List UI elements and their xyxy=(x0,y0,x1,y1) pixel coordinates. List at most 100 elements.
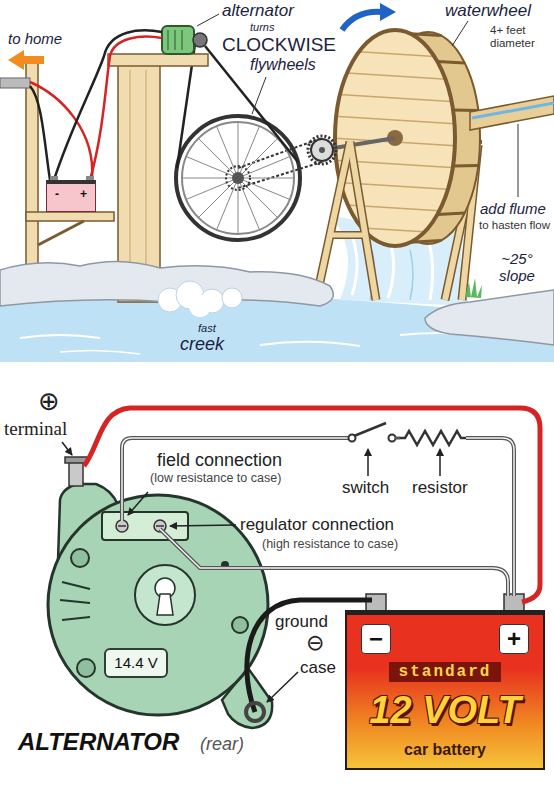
part-label: alternator xyxy=(222,1,294,21)
wires xyxy=(84,408,540,602)
grass xyxy=(465,278,482,298)
wires xyxy=(54,30,162,180)
note-text: to hasten flow xyxy=(479,219,550,232)
alternator-post xyxy=(146,70,147,295)
house-wall xyxy=(38,221,84,245)
rocks xyxy=(0,261,554,345)
chain-drive xyxy=(319,147,325,153)
spoke xyxy=(186,178,238,199)
leader-line xyxy=(197,14,518,197)
waterwheel xyxy=(437,213,464,215)
support-frame xyxy=(328,233,366,238)
switch-symbol xyxy=(395,437,400,440)
part-label: regulator connection xyxy=(240,515,394,535)
support-frame xyxy=(350,142,376,300)
alternator-housing xyxy=(62,617,90,620)
waterwheel xyxy=(437,62,464,64)
polarity-symbol: ⊖ xyxy=(306,632,324,654)
alternator-housing xyxy=(156,525,164,527)
alternator-small xyxy=(168,30,169,50)
leader-arrow xyxy=(367,449,369,476)
water-splash xyxy=(388,240,394,298)
note-text: turns xyxy=(250,21,274,34)
node-text: − xyxy=(361,624,391,654)
wheel-planks xyxy=(330,72,460,80)
dimension-label: ~25° slope xyxy=(490,250,544,285)
leader-arrow xyxy=(439,449,441,476)
support-frame xyxy=(316,142,376,300)
alternator-housing xyxy=(77,659,95,677)
resistor-symbol xyxy=(400,431,466,445)
wires xyxy=(122,438,350,521)
text-row: −+ xyxy=(361,624,529,654)
chain-drive xyxy=(311,139,333,161)
part-label: creek xyxy=(180,334,224,355)
node-text: 12 VOLT xyxy=(369,689,520,733)
home-arrow xyxy=(8,50,44,70)
node-text: - xyxy=(55,188,59,202)
foam xyxy=(222,288,242,308)
node-text: car battery xyxy=(404,741,486,759)
foam xyxy=(189,295,211,317)
wheel-planks xyxy=(330,50,460,58)
rotation-arrow xyxy=(342,3,396,30)
wheel-planks xyxy=(330,182,460,190)
rotation-arrow xyxy=(380,3,396,21)
note-text: (rear) xyxy=(200,734,244,755)
text-row: 14.4 V xyxy=(113,654,159,671)
flume xyxy=(470,96,554,130)
note-text: add flume xyxy=(480,200,546,217)
alternator-housing xyxy=(135,565,195,625)
alternator-housing xyxy=(157,594,173,615)
alternator-housing xyxy=(71,549,89,567)
part-label: case xyxy=(300,658,336,678)
alternator-small xyxy=(162,26,207,54)
alternator-small xyxy=(162,26,194,54)
spoke xyxy=(238,178,294,179)
conduit xyxy=(0,78,30,88)
creek-water xyxy=(260,342,360,346)
creek-water xyxy=(20,335,100,338)
rotation-label: CLOCKWISE xyxy=(222,34,336,56)
note-text: fast xyxy=(198,322,216,335)
text-row: standard xyxy=(361,662,529,682)
flume xyxy=(472,103,554,118)
node-text: 14.4 V xyxy=(114,654,157,671)
conduit xyxy=(0,78,30,88)
flywheel xyxy=(226,166,250,190)
wires xyxy=(90,37,162,180)
water-splash xyxy=(428,238,433,300)
terminal-post xyxy=(65,457,87,486)
wires xyxy=(160,529,508,596)
alternator-small xyxy=(175,30,176,50)
text-row: -+ xyxy=(55,188,87,202)
leader-arrow xyxy=(62,442,72,455)
wires xyxy=(246,703,264,721)
house-wall xyxy=(26,212,114,221)
part-label: terminal xyxy=(4,418,67,440)
foam xyxy=(158,281,242,317)
water-splash xyxy=(352,235,357,295)
node-text: standard xyxy=(389,662,502,682)
wires xyxy=(122,438,350,521)
wires xyxy=(30,30,162,181)
waterwheel xyxy=(453,164,478,168)
flume xyxy=(470,96,554,130)
chain-drive xyxy=(308,136,336,164)
terminal-post xyxy=(69,462,83,486)
waterwheel xyxy=(330,30,480,246)
dimension-label: 4+ feet diameter xyxy=(490,24,548,50)
spoke xyxy=(238,178,278,218)
note-text: (low resistance to case) xyxy=(150,471,281,485)
spoke xyxy=(217,126,238,178)
spoke xyxy=(238,178,239,234)
wheel-planks xyxy=(330,94,460,102)
part-label: waterwheel xyxy=(445,1,531,21)
part-label: switch xyxy=(342,478,389,498)
leader-arrow xyxy=(128,492,148,515)
leader-arrow xyxy=(170,525,236,526)
part-label: resistor xyxy=(412,478,468,498)
text-row: 12 VOLT xyxy=(361,689,529,733)
note-text: (high resistance to case) xyxy=(262,537,398,551)
